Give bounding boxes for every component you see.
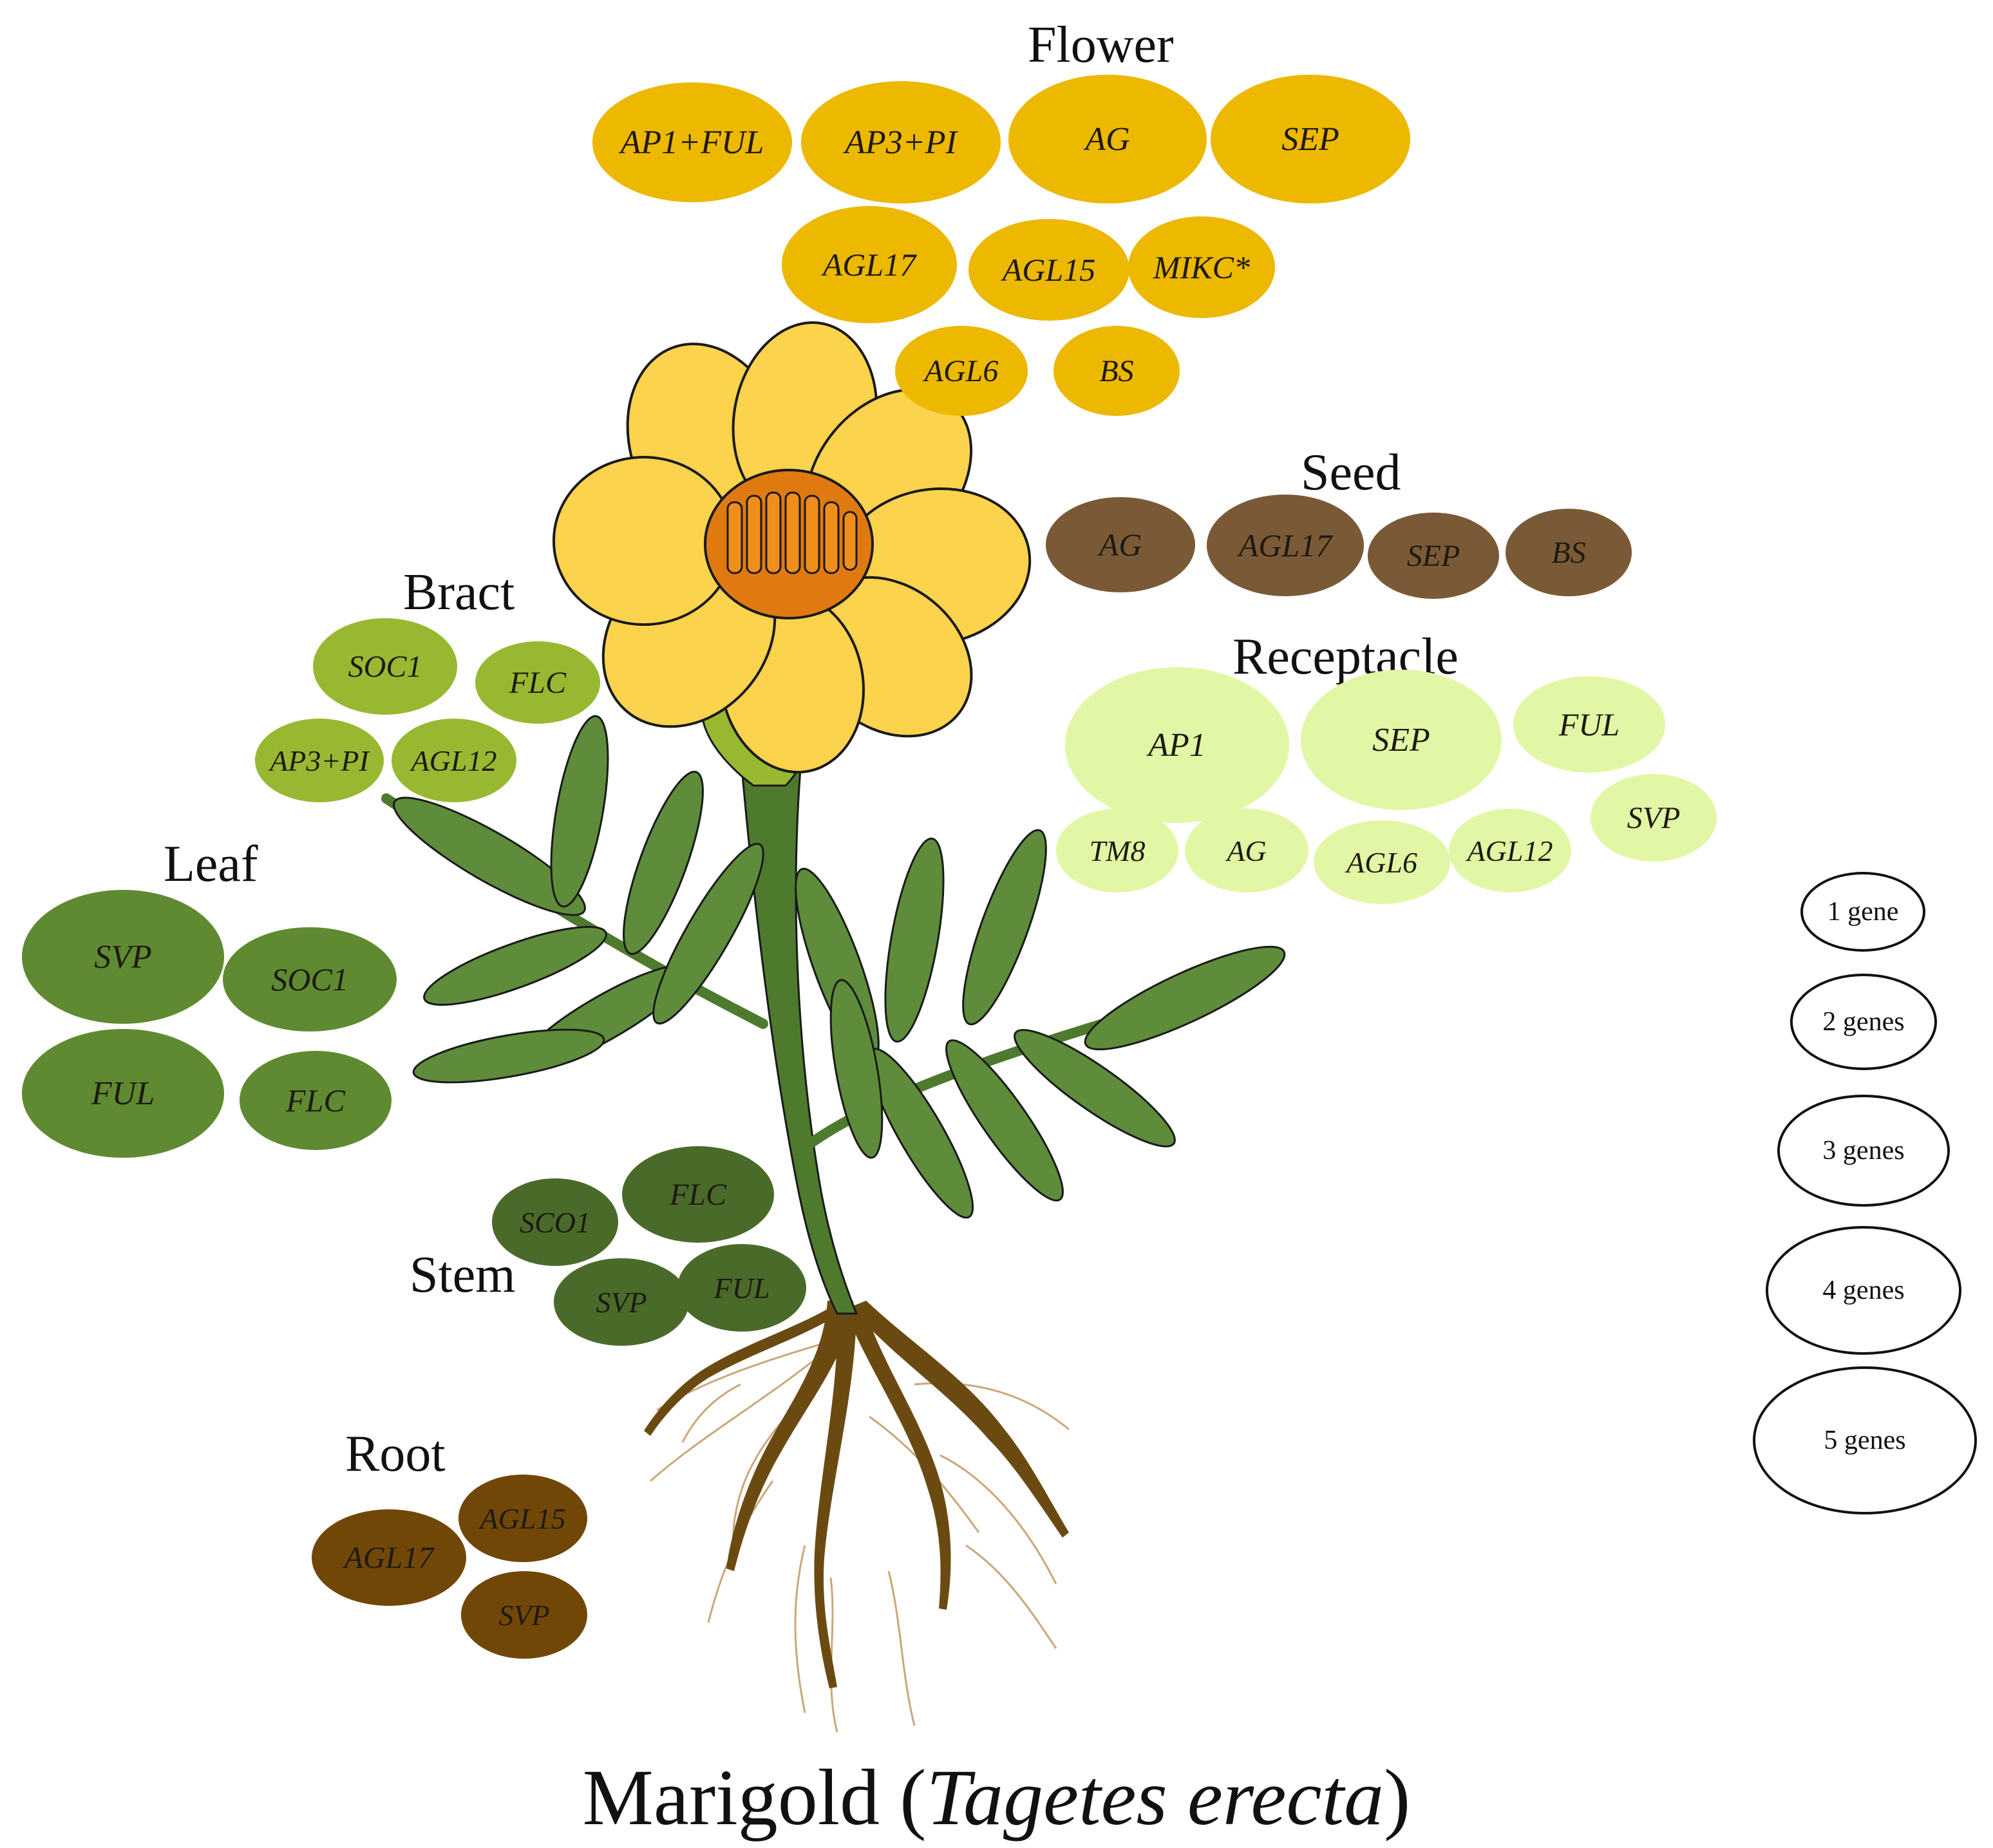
- fine-roots: [650, 1338, 1070, 1733]
- seed-label: Seed: [1301, 444, 1401, 501]
- leaf-gene-ellipse: SOC1: [223, 927, 397, 1032]
- flower-gene-ellipse: SEP: [1211, 75, 1410, 203]
- flower-gene-ellipse: AGL15: [968, 219, 1129, 321]
- diagram-title: Marigold (Tagetes erecta): [0, 1758, 1993, 1838]
- seed-gene-ellipse: SEP: [1368, 513, 1499, 599]
- root-gene-ellipse: AGL17: [312, 1509, 466, 1606]
- leaf-gene-ellipse: FUL: [22, 1029, 224, 1158]
- stem-gene-ellipse: FLC: [622, 1146, 774, 1243]
- receptacle-gene-ellipse: AG: [1185, 809, 1308, 892]
- title-species-name: Tagetes erecta: [926, 1753, 1384, 1842]
- legend-5-genes: 5 genes: [1753, 1366, 1977, 1514]
- leaf-gene-ellipse: SVP: [22, 890, 224, 1024]
- flower-gene-ellipse: AGL6: [895, 326, 1028, 416]
- receptacle-gene-ellipse: TM8: [1056, 809, 1178, 892]
- root-label: Root: [345, 1426, 446, 1482]
- title-close-paren: ): [1384, 1753, 1411, 1842]
- bract-label: Bract: [403, 564, 515, 621]
- root-gene-ellipse: SVP: [461, 1571, 587, 1659]
- bract-gene-ellipse: SOC1: [313, 618, 457, 715]
- seed-gene-ellipse: AG: [1046, 497, 1195, 592]
- flower-gene-ellipse: AP3+PI: [801, 81, 1001, 203]
- bract-gene-ellipse: FLC: [475, 641, 600, 724]
- stem-shape: [739, 752, 858, 1315]
- stem-gene-ellipse: SVP: [554, 1258, 689, 1346]
- legend-3-genes: 3 genes: [1777, 1095, 1950, 1207]
- main-roots: [644, 1301, 1069, 1688]
- receptacle-gene-ellipse: AGL6: [1314, 820, 1450, 904]
- bract-gene-ellipse: AGL12: [392, 719, 516, 802]
- legend-2-genes: 2 genes: [1790, 974, 1937, 1070]
- receptacle-gene-ellipse: FUL: [1513, 676, 1665, 773]
- seed-gene-ellipse: BS: [1506, 509, 1632, 596]
- root-gene-ellipse: AGL15: [458, 1475, 587, 1562]
- flower-gene-ellipse: MIKC*: [1128, 216, 1275, 318]
- flower-label: Flower: [1028, 17, 1174, 73]
- leaf-gene-ellipse: FLC: [240, 1051, 392, 1150]
- receptacle-gene-ellipse: SVP: [1591, 774, 1717, 862]
- leaf-label: Leaf: [164, 836, 258, 892]
- legend-4-genes: 4 genes: [1766, 1226, 1961, 1355]
- flower-gene-ellipse: AP1+FUL: [592, 82, 792, 202]
- flower-disc: [704, 469, 874, 619]
- title-common-name: Marigold (: [582, 1753, 927, 1842]
- flower-gene-ellipse: BS: [1053, 326, 1180, 416]
- stem-label: Stem: [410, 1247, 516, 1303]
- leaflets: [393, 715, 1286, 1219]
- flower-petals: [553, 321, 1032, 774]
- flower-gene-ellipse: AG: [1008, 75, 1207, 203]
- receptacle-gene-ellipse: SEP: [1301, 670, 1502, 810]
- legend-1-gene: 1 gene: [1800, 872, 1925, 952]
- flower-gene-ellipse: AGL17: [782, 206, 957, 323]
- receptacle-gene-ellipse: AP1: [1065, 667, 1289, 823]
- stem-gene-ellipse: FUL: [677, 1244, 806, 1332]
- receptacle-gene-ellipse: AGL12: [1449, 809, 1571, 892]
- seed-gene-ellipse: AGL17: [1207, 495, 1364, 596]
- bract-gene-ellipse: AP3+PI: [255, 719, 384, 802]
- stem-gene-ellipse: SCO1: [492, 1178, 618, 1266]
